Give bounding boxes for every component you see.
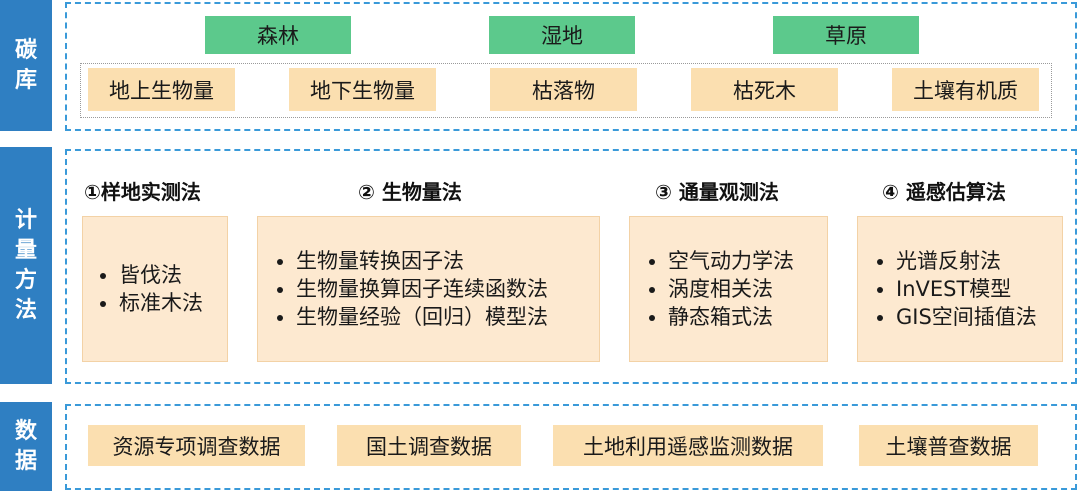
method-box-biomass: 生物量转换因子法 生物量换算因子连续函数法 生物量经验（回归）模型法 (257, 216, 600, 362)
method-bullet: 涡度相关法 (668, 275, 794, 303)
carbon-pool-label: 碳 库 (0, 0, 52, 131)
method-bullet: GIS空间插值法 (896, 303, 1037, 331)
methods-label: 计 量 方 法 (0, 147, 52, 384)
method-bullet: 标准木法 (119, 289, 203, 317)
data-frame (65, 404, 1077, 490)
method-bullet: 生物量转换因子法 (296, 247, 548, 275)
ecosystem-forest: 森林 (205, 16, 351, 54)
pool-belowground-biomass: 地下生物量 (289, 68, 436, 111)
label-char: 碳 (14, 37, 37, 63)
label-char: 计 (14, 207, 37, 233)
ecosystem-grassland: 草原 (773, 16, 919, 54)
method-bullet: 生物量换算因子连续函数法 (296, 275, 548, 303)
data-label: 数 据 (0, 402, 52, 491)
label-char: 库 (14, 67, 37, 93)
methods-frame (65, 149, 1077, 384)
label-char: 法 (14, 297, 37, 323)
data-resource-survey: 资源专项调查数据 (88, 425, 305, 466)
method-box-remote-sensing: 光谱反射法 InVEST模型 GIS空间插值法 (857, 216, 1063, 362)
label-char: 数 (14, 418, 37, 444)
method-title-remote-sensing: ④ 遥感估算法 (882, 180, 1006, 204)
pool-deadwood: 枯死木 (691, 68, 838, 111)
label-char: 据 (14, 448, 37, 474)
method-title-biomass: ② 生物量法 (358, 180, 462, 204)
ecosystem-wetland: 湿地 (489, 16, 635, 54)
data-soil-census: 土壤普查数据 (859, 425, 1038, 466)
label-char: 量 (14, 237, 37, 263)
method-box-flux: 空气动力学法 涡度相关法 静态箱式法 (629, 216, 828, 362)
method-title-flux: ③ 通量观测法 (655, 180, 779, 204)
method-bullet: 皆伐法 (119, 261, 203, 289)
method-bullet: 光谱反射法 (896, 247, 1037, 275)
data-land-survey: 国土调查数据 (337, 425, 521, 466)
pool-soil-organic-matter: 土壤有机质 (892, 68, 1039, 111)
carbon-pools-group (80, 63, 1052, 118)
pool-aboveground-biomass: 地上生物量 (88, 68, 235, 111)
carbon-pool-frame (65, 2, 1077, 131)
method-bullet: InVEST模型 (896, 275, 1037, 303)
method-bullet: 静态箱式法 (668, 303, 794, 331)
pool-litter: 枯落物 (490, 68, 637, 111)
method-title-sample-plot: ①样地实测法 (84, 180, 201, 204)
method-bullet: 生物量经验（回归）模型法 (296, 303, 548, 331)
label-char: 方 (14, 267, 37, 293)
method-bullet: 空气动力学法 (668, 247, 794, 275)
data-landuse-remote-sensing: 土地利用遥感监测数据 (553, 425, 823, 466)
method-box-sample-plot: 皆伐法 标准木法 (82, 216, 228, 362)
